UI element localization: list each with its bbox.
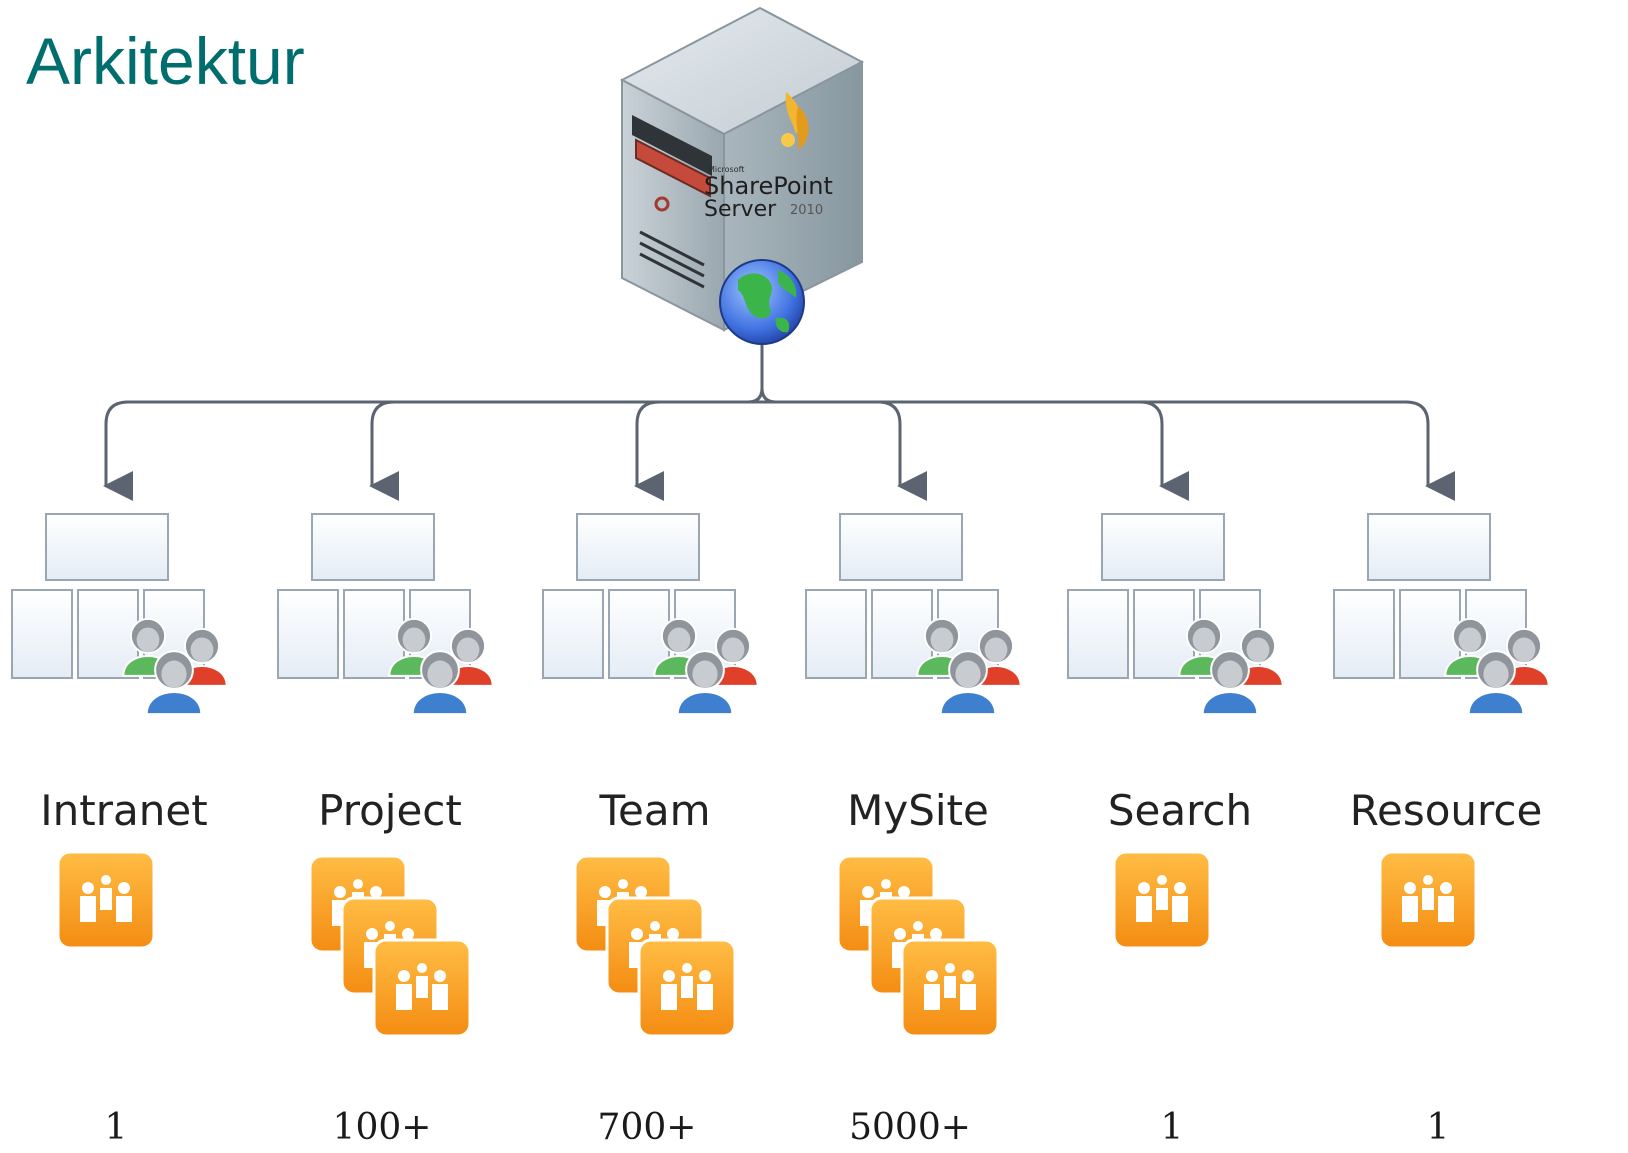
connector-lines: [103, 340, 1455, 501]
users-group-icon: [1444, 617, 1550, 716]
connector-arrow: [634, 400, 664, 501]
site-hierarchy-icon: [1333, 513, 1527, 679]
connector-arrow: [877, 400, 927, 501]
site-column-search: [1067, 513, 1284, 950]
site-column-project: [277, 513, 494, 1038]
site-collection-icon: [1112, 850, 1212, 950]
site-collection-icon: [372, 938, 472, 1038]
site-columns: [11, 513, 1550, 1038]
site-collection-icon: [1378, 850, 1478, 950]
connector-arrow: [369, 400, 399, 501]
user-icon: [411, 650, 469, 716]
site-collections-stack: [1378, 850, 1478, 950]
connector-arrow: [1405, 400, 1455, 501]
site-column-team: [542, 513, 759, 1038]
server-brand-year: 2010: [790, 203, 823, 218]
column-label-resource: Resource: [1349, 786, 1543, 835]
user-icon: [676, 650, 734, 716]
column-count-team: 700+: [597, 1107, 697, 1148]
users-group-icon: [916, 617, 1022, 716]
sharepoint-logo-icon: [781, 92, 809, 150]
users-group-icon: [1178, 617, 1284, 716]
users-group-icon: [122, 617, 228, 716]
user-icon: [1201, 650, 1259, 716]
column-count-mysite: 5000+: [849, 1107, 971, 1148]
connector-arrow: [1139, 400, 1189, 501]
column-label-project: Project: [318, 786, 462, 835]
site-collections-stack: [308, 854, 472, 1038]
connector-trunk-right: [760, 387, 777, 404]
column-label-search: Search: [1107, 786, 1253, 835]
user-icon: [939, 650, 997, 716]
user-icon: [1467, 650, 1525, 716]
site-collections-stack: [1112, 850, 1212, 950]
site-column-resource: [1333, 513, 1550, 950]
connector-arrow: [103, 400, 133, 501]
user-icon: [145, 650, 203, 716]
column-label-intranet: Intranet: [40, 786, 208, 835]
connector-trunk: [747, 340, 764, 404]
page-title: Arkitektur: [26, 24, 305, 98]
column-count-search: 1: [1160, 1107, 1184, 1148]
site-collection-icon: [637, 938, 737, 1038]
site-collection-icon: [900, 938, 1000, 1038]
site-column-intranet: [11, 513, 228, 950]
server-brand-small: Microsoft: [708, 165, 744, 174]
users-group-icon: [388, 617, 494, 716]
column-label-team: Team: [599, 786, 711, 835]
site-collections-stack: [836, 854, 1000, 1038]
column-label-mysite: MySite: [847, 786, 989, 835]
users-group-icon: [653, 617, 759, 716]
site-column-mysite: [805, 513, 1022, 1038]
column-count-project: 100+: [332, 1107, 432, 1148]
server-brand-line1: SharePoint: [704, 172, 833, 200]
column-count-resource: 1: [1426, 1107, 1450, 1148]
globe-icon: [719, 259, 805, 345]
column-count-intranet: 1: [104, 1107, 128, 1148]
site-collection-icon: [56, 850, 156, 950]
site-collections-stack: [56, 850, 156, 950]
site-collections-stack: [573, 854, 737, 1038]
server-brand-line2: Server: [704, 197, 777, 222]
